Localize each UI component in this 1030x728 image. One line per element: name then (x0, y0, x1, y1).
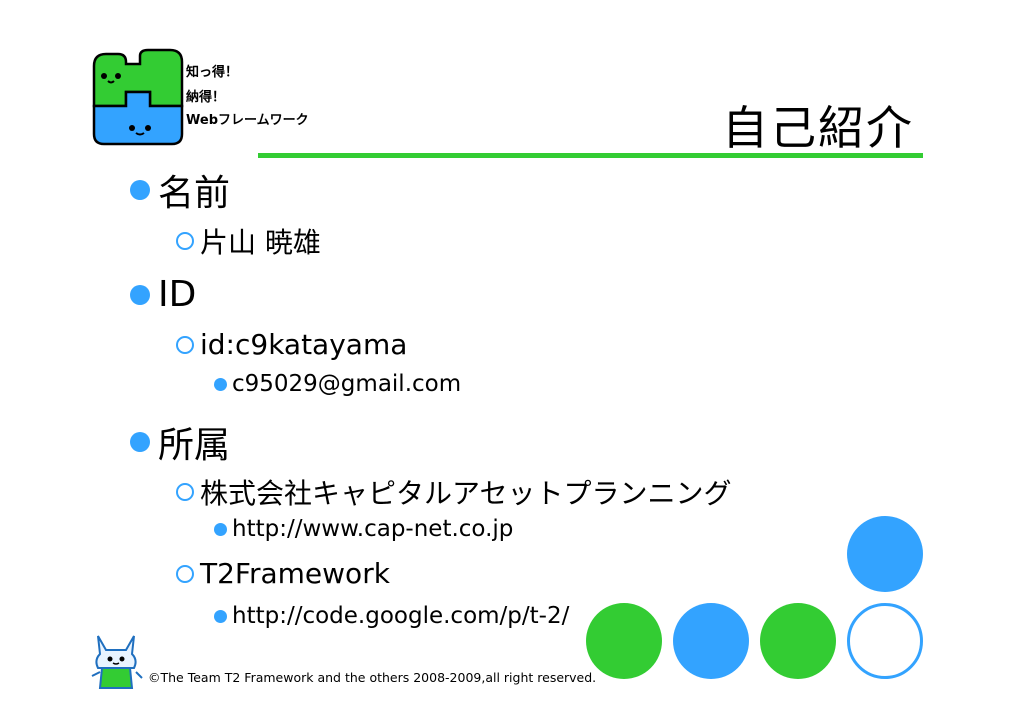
bullet-fullname: 片山 暁雄 (176, 221, 321, 261)
bullet-ring-icon (176, 564, 194, 583)
bullet-affiliation: 所属 (130, 416, 230, 468)
bullet-dot-icon (130, 432, 150, 452)
bullet-dot-icon (214, 522, 227, 536)
bullet-id: ID (130, 274, 196, 315)
bullet-company-url[interactable]: http://www.cap-net.co.jp (214, 516, 513, 542)
bullet-label: T2Framework (200, 557, 390, 590)
decor-circle-blue-1 (673, 603, 749, 679)
slide-title: 自己紹介 (722, 101, 914, 155)
bullet-label: ID (158, 274, 197, 315)
company-url-link[interactable]: http://www.cap-net.co.jp (232, 516, 514, 542)
bullet-ring-icon (176, 335, 194, 354)
bullet-dot-icon (130, 180, 150, 200)
bullet-label: 片山 暁雄 (200, 226, 321, 259)
email-link[interactable]: c95029@gmail.com (232, 371, 462, 397)
bullet-label: 株式会社キャピタルアセットプランニング (200, 477, 732, 510)
decor-circle-green-2 (760, 603, 836, 679)
bullet-label: id:c9katayama (200, 328, 408, 361)
bullet-t2-url[interactable]: http://code.google.com/p/t-2/ (214, 603, 569, 629)
logo-line-2: 納得！ (186, 90, 226, 105)
bullet-hatena-id: id:c9katayama (176, 328, 407, 361)
bullet-ring-icon (176, 232, 194, 250)
bullet-label: 所属 (158, 425, 231, 466)
bullet-dot-icon (214, 377, 227, 391)
copyright-text: ©The Team T2 Framework and the others 20… (148, 670, 597, 685)
logo-line-1: 知っ得！ (186, 65, 239, 80)
bullet-name: 名前 (130, 164, 230, 216)
decor-circle-blue-top (847, 516, 923, 592)
bullet-dot-icon (130, 284, 150, 305)
title-underline (258, 153, 923, 158)
decor-circle-green-1 (586, 603, 662, 679)
bullet-ring-icon (176, 483, 194, 501)
bullet-email[interactable]: c95029@gmail.com (214, 371, 461, 397)
t2-url-link[interactable]: http://code.google.com/p/t-2/ (232, 603, 570, 629)
mascot-icon (91, 635, 143, 689)
logo-line-3: Webフレームワーク (186, 113, 309, 128)
bullet-dot-icon (214, 609, 227, 623)
bullet-company: 株式会社キャピタルアセットプランニング (176, 472, 731, 512)
logo: 知っ得！ 納得！ Webフレームワーク (88, 48, 338, 148)
decor-circle-ring (847, 603, 923, 679)
bullet-label: 名前 (158, 173, 231, 214)
bullet-t2framework: T2Framework (176, 557, 390, 590)
logo-mascot-icon (92, 48, 184, 146)
